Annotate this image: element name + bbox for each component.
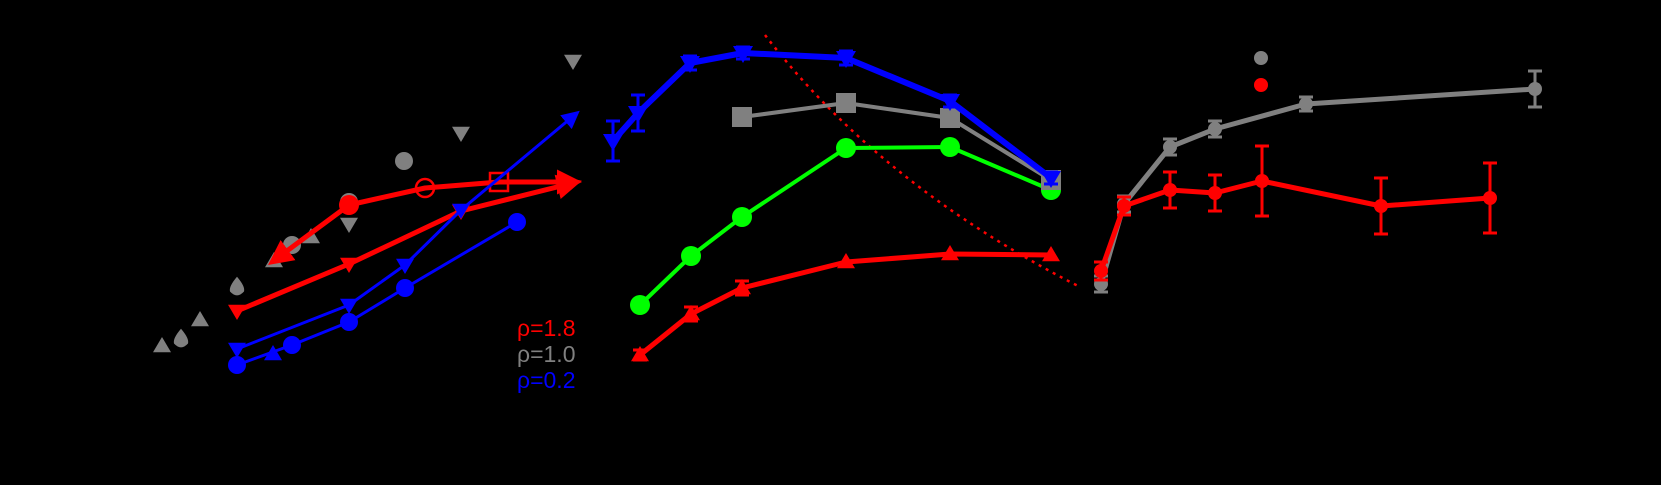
red-open-circle-icon: [414, 177, 436, 199]
gray-square-icon: [836, 93, 856, 113]
gray-point-triangle-down-icon: [452, 126, 470, 142]
gray-square-icon: [940, 108, 960, 128]
gray-point-triangle-down-icon: [564, 54, 582, 70]
green-circle-icon: [681, 246, 701, 266]
legend-right: [1254, 51, 1268, 92]
gray-circle-icon: [1208, 122, 1222, 136]
blue-triangle-down-icon: [1041, 171, 1061, 188]
red-circle-icon: [1483, 191, 1497, 205]
blue-triangle-down-icon: [340, 298, 358, 314]
legend-left: ρ=1.8 ρ=1.0 ρ=0.2: [517, 315, 576, 393]
gray-point-drop-icon: [173, 328, 189, 348]
blue-triangle-down-icon: [452, 203, 470, 219]
gray-point-circle-icon: [395, 152, 413, 170]
blue-circle-icon: [508, 213, 526, 231]
red-triangle-up-icon: [631, 346, 649, 362]
blue-triangle-down-icon: [680, 56, 700, 73]
red-triangle-up-icon: [837, 253, 855, 269]
legend-item-rho-1-8: ρ=1.8: [517, 315, 576, 341]
red-triangle-down-icon: [340, 257, 358, 273]
legend-item-rho-0-2: ρ=0.2: [517, 367, 576, 393]
red-circle-icon: [1094, 264, 1108, 278]
blue-circle-icon: [228, 356, 246, 374]
red-circle-icon: [1117, 199, 1131, 213]
gray-point-triangle-down-icon: [340, 217, 358, 233]
red-circle-icon: [1163, 183, 1177, 197]
red-triangle-line: [638, 251, 1052, 357]
red-circle-icon: [1208, 186, 1222, 200]
panel-left: [153, 54, 582, 374]
red-circle-icon: [1374, 199, 1388, 213]
green-circle-icon: [836, 138, 856, 158]
red-arrow-line: [267, 202, 351, 265]
blue-triangle-up-icon: [264, 345, 282, 361]
green-circle-icon: [940, 137, 960, 157]
gray-square-line: [741, 101, 1053, 182]
legend-marker-gray-icon: [1254, 51, 1268, 65]
red-circle-icon: [1255, 174, 1269, 188]
legend-item-rho-1-0: ρ=1.0: [517, 341, 576, 367]
blue-triangle-down-icon: [228, 342, 246, 358]
red-triangle-line: [236, 174, 582, 314]
red-triangle-up-icon: [941, 245, 959, 261]
red-triangle-up-icon: [733, 279, 751, 295]
panel-right: [1094, 69, 1542, 294]
green-circle-line: [638, 145, 1052, 307]
blue-triangle-down-icon: [603, 134, 623, 151]
gray-point-drop-icon: [229, 276, 245, 296]
red-triangle-up-icon: [1042, 246, 1060, 262]
red-open-square-icon: [488, 171, 510, 193]
blue-triangle-down-icon: [733, 46, 753, 63]
gray-circle-icon: [1528, 82, 1542, 96]
legend-marker-red-icon: [1254, 78, 1268, 92]
green-circle-icon: [732, 207, 752, 227]
blue-triangle-down-icon: [628, 106, 648, 123]
red-open-line: [348, 169, 582, 208]
gray-point-triangle-up-icon: [191, 311, 209, 327]
blue-circle-icon: [340, 313, 358, 331]
panel-middle: [603, 34, 1081, 362]
red-triangle-up-icon: [682, 305, 700, 321]
blue-circle-icon: [283, 336, 301, 354]
blue-circle-icon: [396, 279, 414, 297]
gray-circle-icon: [1163, 140, 1177, 154]
red-triangle-down-icon: [228, 304, 246, 320]
blue-triangle-down-icon: [836, 51, 856, 68]
blue-triangle-down-icon: [940, 94, 960, 111]
blue-triangle-down-icon: [396, 258, 414, 274]
gray-square-icon: [732, 107, 752, 127]
gray-circle-icon: [1299, 97, 1313, 111]
green-circle-icon: [630, 295, 650, 315]
gray-point-triangle-up-icon: [153, 337, 171, 353]
red-dotted-fit-line: [764, 34, 1081, 289]
